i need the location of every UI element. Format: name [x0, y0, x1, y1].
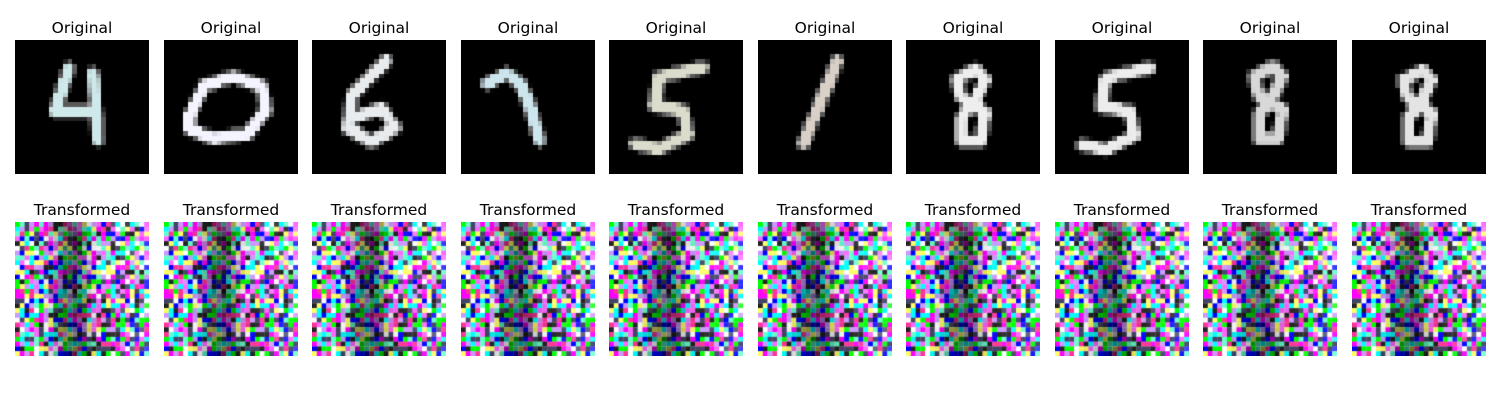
panel-title: Transformed	[924, 201, 1022, 219]
original-digit-image	[312, 40, 446, 174]
panel-title: Transformed	[33, 201, 131, 219]
panel-title: Original	[200, 19, 262, 37]
panel-title: Transformed	[1370, 201, 1468, 219]
original-digit-image	[461, 40, 595, 174]
original-digit-image	[1203, 40, 1337, 174]
panel-title: Transformed	[330, 201, 428, 219]
transformed-noise-image	[312, 222, 446, 356]
panel-title: Original	[645, 19, 707, 37]
transformed-noise-image	[164, 222, 298, 356]
panel-title: Transformed	[1221, 201, 1319, 219]
original-digit-image	[758, 40, 892, 174]
original-digit-image	[1055, 40, 1189, 174]
panel-title: Original	[1388, 19, 1450, 37]
panel-title: Original	[942, 19, 1004, 37]
original-digit-image	[1352, 40, 1486, 174]
transformed-noise-image	[1352, 222, 1486, 356]
transformed-noise-image	[1203, 222, 1337, 356]
original-digit-image	[15, 40, 149, 174]
transformed-noise-image	[906, 222, 1040, 356]
panel-title: Transformed	[479, 201, 577, 219]
panel-title: Transformed	[182, 201, 280, 219]
transformed-noise-image	[461, 222, 595, 356]
panel-title: Transformed	[1073, 201, 1171, 219]
panel-title: Transformed	[627, 201, 725, 219]
transformed-noise-image	[609, 222, 743, 356]
panel-title: Original	[348, 19, 410, 37]
original-digit-image	[164, 40, 298, 174]
panel-title: Transformed	[776, 201, 874, 219]
transformed-noise-image	[1055, 222, 1189, 356]
original-digit-image	[609, 40, 743, 174]
original-digit-image	[906, 40, 1040, 174]
panel-title: Original	[51, 19, 113, 37]
transformed-noise-image	[758, 222, 892, 356]
panel-title: Original	[794, 19, 856, 37]
panel-title: Original	[497, 19, 559, 37]
panel-title: Original	[1091, 19, 1153, 37]
transformed-noise-image	[15, 222, 149, 356]
panel-title: Original	[1239, 19, 1301, 37]
